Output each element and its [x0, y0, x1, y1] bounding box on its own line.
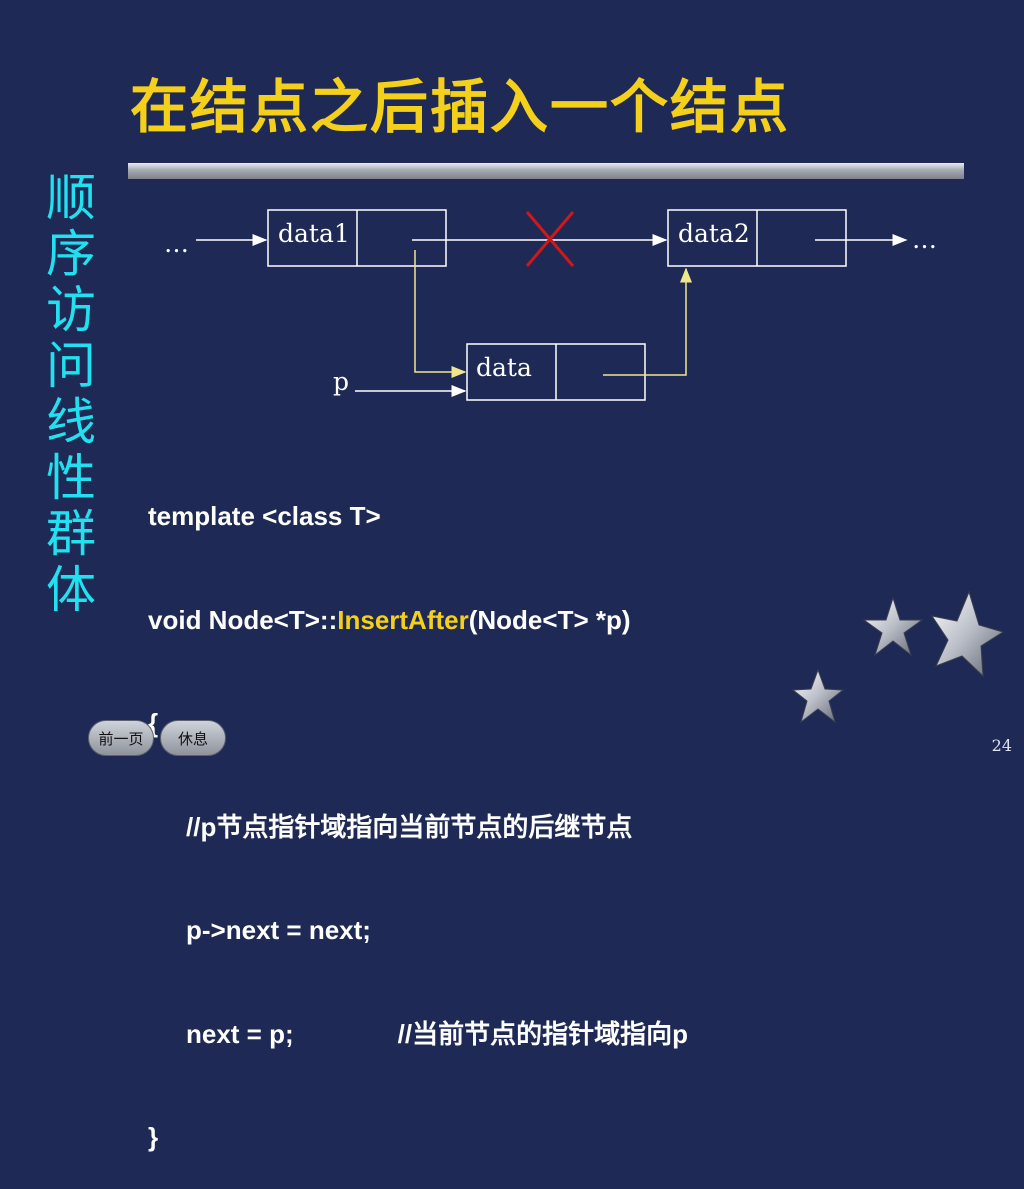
code-line: next = p; //当前节点的指针域指向p	[148, 1017, 688, 1052]
rest-button[interactable]: 休息	[160, 720, 226, 756]
side-title-char: 体	[46, 561, 96, 619]
list-node-new: data	[466, 343, 646, 401]
side-title-char: 线	[46, 393, 96, 451]
list-node-data2: data2	[667, 209, 847, 267]
code-text: (Node<T> *p)	[468, 604, 631, 635]
side-title-char: 问	[46, 337, 96, 395]
side-title-char: 序	[46, 225, 96, 283]
code-line: }	[148, 1122, 159, 1152]
side-title-char: 顺	[46, 169, 96, 227]
ellipsis-left: …	[164, 229, 189, 258]
list-node-data1: data1	[267, 209, 447, 267]
side-vertical-title: 顺 序 访 问 线 性 群 体	[38, 170, 104, 618]
node-label-data1: data1	[278, 219, 350, 248]
code-line: template <class T>	[148, 501, 381, 531]
page-number: 24	[991, 736, 1012, 755]
code-text: next = p;	[186, 1018, 294, 1049]
side-title-char: 访	[46, 281, 96, 339]
arrow-node1-to-new	[414, 250, 467, 378]
cross-mark-icon	[525, 211, 575, 267]
code-line: void Node<T>::InsertAfter(Node<T> *p)	[148, 603, 688, 638]
code-block: template <class T> void Node<T>::InsertA…	[148, 430, 688, 1189]
side-title-char: 群	[46, 505, 96, 563]
code-text: void Node<T>::	[148, 604, 338, 635]
node-label-data2: data2	[678, 219, 750, 248]
function-name: InsertAfter	[337, 604, 469, 635]
decorative-stars-icon	[791, 590, 1005, 724]
prev-page-button[interactable]: 前一页	[88, 720, 154, 756]
code-comment-line: //p节点指针域指向当前节点的后继节点	[186, 811, 633, 842]
code-line: {	[148, 708, 159, 738]
ellipsis-right: …	[912, 225, 937, 254]
code-comment: //当前节点的指针域指向p	[397, 1018, 688, 1049]
side-title-char: 性	[46, 449, 96, 507]
linked-list-diagram: data1 data2 data … … p	[164, 209, 1005, 724]
code-line: p->next = next;	[186, 915, 371, 945]
arrow-new-to-node2	[603, 267, 692, 376]
slide-title: 在结点之后插入一个结点	[130, 73, 791, 141]
node-label-data: data	[476, 353, 532, 382]
pointer-label-p: p	[333, 367, 349, 396]
title-divider	[128, 163, 964, 179]
